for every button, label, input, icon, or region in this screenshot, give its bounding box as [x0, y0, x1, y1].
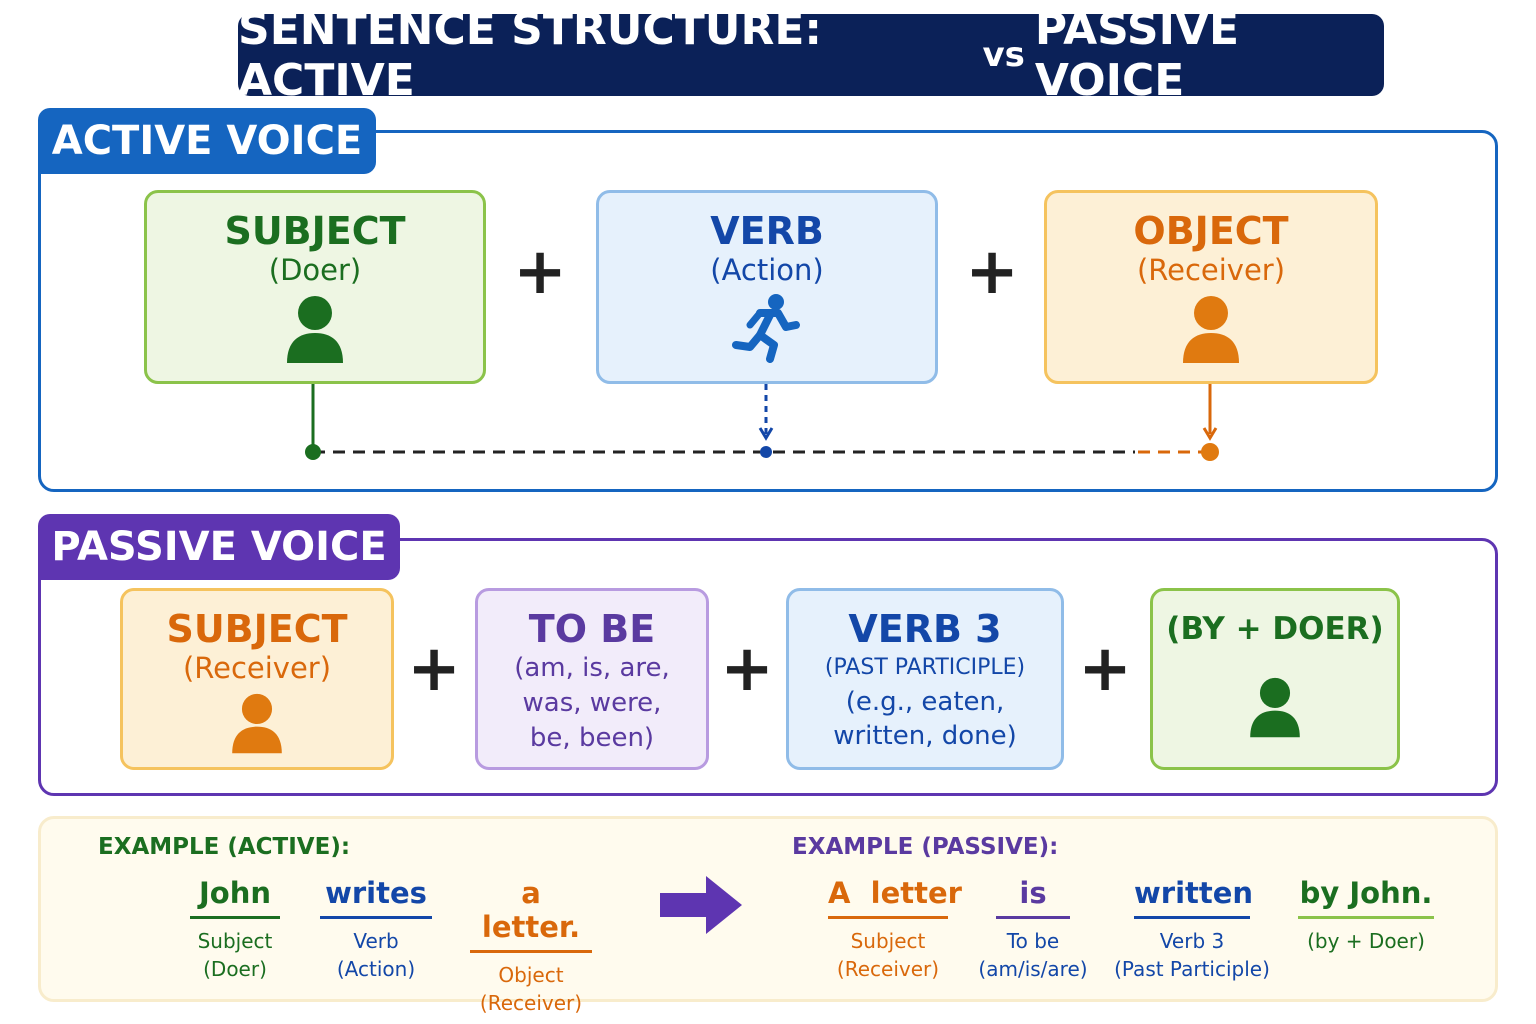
example-word: by John.	[1298, 876, 1434, 919]
example-word: writes	[320, 876, 432, 919]
example-word: A letter	[828, 876, 962, 919]
example-active-title: EXAMPLE (ACTIVE):	[98, 834, 351, 860]
page-title: SENTENCE STRUCTURE: ACTIVE vs PASSIVE VO…	[238, 4, 1384, 106]
example-passive-word: written Verb 3 (Past Participle)	[1112, 876, 1272, 983]
passive-tobe-line3: be, been)	[529, 723, 655, 753]
active-verb-sub: (Action)	[710, 253, 824, 287]
passive-doer-head: (BY + DOER)	[1166, 611, 1384, 647]
example-active-word: a letter. Object (Receiver)	[470, 876, 592, 1017]
example-word: a letter.	[470, 876, 592, 953]
passive-voice-label: PASSIVE VOICE	[51, 524, 387, 570]
active-subject-box: SUBJECT (Doer)	[144, 190, 486, 384]
example-passive-word: by John. (by + Doer)	[1298, 876, 1434, 955]
active-object-sub: (Receiver)	[1136, 253, 1286, 287]
person-icon	[232, 693, 282, 754]
passive-subject-head: SUBJECT	[166, 607, 348, 651]
active-object-box: OBJECT (Receiver)	[1044, 190, 1378, 384]
example-label: (Action)	[336, 957, 416, 981]
example-passive-word: A letter Subject (Receiver)	[828, 876, 962, 983]
passive-verb3-box: VERB 3 (PAST PARTICIPLE) (e.g., eaten, w…	[786, 588, 1064, 770]
title-vs: vs	[982, 35, 1025, 75]
plus-sign: +	[407, 632, 461, 706]
plus-sign: +	[513, 235, 567, 309]
active-voice-tab: ACTIVE VOICE	[38, 108, 376, 174]
passive-tobe-box: TO BE (am, is, are, was, were, be, been)	[475, 588, 709, 770]
passive-verb3-line2: (e.g., eaten,	[845, 687, 1005, 717]
flow-connectors	[305, 384, 1219, 461]
example-label: Verb	[353, 929, 399, 953]
passive-voice-tab: PASSIVE VOICE	[38, 514, 400, 580]
example-label: (Receiver)	[836, 957, 940, 981]
person-icon	[1183, 296, 1239, 363]
example-active-word: John Subject (Doer)	[190, 876, 280, 983]
example-passive-title: EXAMPLE (PASSIVE):	[792, 834, 1059, 860]
example-label: (Doer)	[203, 957, 267, 981]
passive-doer-box: (BY + DOER)	[1150, 588, 1400, 770]
active-voice-label: ACTIVE VOICE	[51, 118, 363, 164]
passive-tobe-line2: was, were,	[522, 688, 662, 718]
plus-sign: +	[965, 235, 1019, 309]
plus-sign: +	[1078, 632, 1132, 706]
passive-subject-box: SUBJECT (Receiver)	[120, 588, 394, 770]
example-passive-word: is To be (am/is/are)	[972, 876, 1094, 983]
plus-sign: +	[720, 632, 774, 706]
examples-panel	[38, 816, 1498, 1002]
example-word: is	[996, 876, 1070, 919]
active-subject-sub: (Doer)	[268, 253, 362, 287]
passive-tobe-line1: (am, is, are,	[514, 653, 670, 683]
example-label: (by + Doer)	[1307, 929, 1425, 953]
passive-tobe-head: TO BE	[528, 607, 656, 651]
person-icon	[287, 296, 343, 363]
example-word: John	[190, 876, 280, 919]
active-subject-head: SUBJECT	[224, 209, 406, 253]
active-object-head: OBJECT	[1133, 209, 1289, 253]
example-label: (am/is/are)	[978, 957, 1088, 981]
passive-verb3-line3: written, done)	[833, 721, 1017, 751]
example-label: (Receiver)	[479, 991, 583, 1015]
running-person-icon	[732, 294, 800, 363]
passive-verb3-head: VERB 3	[848, 607, 1002, 651]
example-label: Object	[498, 963, 564, 987]
passive-verb3-line1: (PAST PARTICIPLE)	[824, 655, 1026, 680]
example-label: Subject	[850, 929, 926, 953]
example-label: Verb 3	[1159, 929, 1225, 953]
arrow-right-icon	[660, 876, 742, 934]
person-icon	[1250, 677, 1300, 738]
example-active-word: writes Verb (Action)	[320, 876, 432, 983]
example-label: Subject	[197, 929, 273, 953]
example-label: (Past Participle)	[1114, 957, 1270, 981]
example-word: written	[1134, 876, 1253, 919]
title-main: SENTENCE STRUCTURE: ACTIVE	[238, 4, 823, 106]
passive-subject-sub: (Receiver)	[182, 651, 332, 685]
example-label: To be	[1006, 929, 1060, 953]
title-end: PASSIVE VOICE	[1034, 4, 1240, 106]
active-verb-box: VERB (Action)	[596, 190, 938, 384]
active-verb-head: VERB	[710, 209, 824, 253]
